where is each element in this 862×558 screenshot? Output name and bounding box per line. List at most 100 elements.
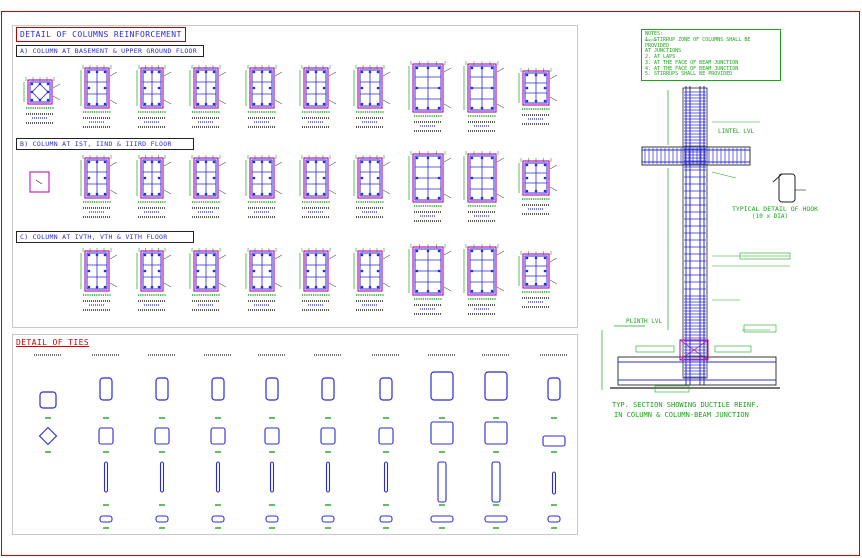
rebar-dot bbox=[437, 176, 441, 180]
tie-shape bbox=[99, 377, 113, 401]
beam-outline bbox=[641, 146, 751, 166]
leader-line bbox=[711, 171, 737, 179]
rebar-dot bbox=[306, 192, 310, 196]
rebar-dot bbox=[306, 176, 310, 180]
tie-shape bbox=[265, 377, 279, 401]
column-section bbox=[189, 155, 227, 218]
rebar-dot bbox=[543, 176, 547, 180]
column-section bbox=[189, 248, 227, 311]
leader-line bbox=[163, 254, 172, 260]
rebar-dot bbox=[306, 285, 310, 289]
rebar-dot bbox=[360, 160, 364, 164]
rebar-dot bbox=[490, 86, 494, 90]
rebar-dot bbox=[204, 253, 208, 257]
rebar-dot bbox=[525, 256, 529, 260]
column-outline bbox=[84, 67, 110, 109]
hook-line bbox=[772, 173, 783, 183]
rebar-dot bbox=[212, 269, 216, 273]
notes-line: 1. STIRRUP ZONE OF COLUMNS SHALL BE PROV… bbox=[645, 36, 751, 49]
leader-line bbox=[328, 282, 337, 288]
junction-diagonal bbox=[679, 339, 709, 361]
rebar-dot bbox=[212, 86, 216, 90]
leader-line bbox=[274, 254, 283, 260]
rebar-dot bbox=[268, 160, 272, 164]
rebar-dot bbox=[196, 86, 200, 90]
column-section bbox=[29, 171, 50, 193]
rebar-dot bbox=[470, 176, 474, 180]
column-outline bbox=[303, 67, 329, 109]
rebar-dot bbox=[95, 192, 99, 196]
rebar-dot bbox=[150, 160, 154, 164]
rebar-dot bbox=[415, 106, 419, 110]
leader-line bbox=[35, 179, 43, 185]
rebar-dot bbox=[103, 102, 107, 106]
rebar-dot bbox=[87, 86, 91, 90]
column-section bbox=[299, 248, 337, 311]
rebar-dot bbox=[150, 70, 154, 74]
rebar-dot bbox=[30, 90, 34, 94]
tie-column bbox=[540, 354, 568, 529]
tie-shape bbox=[98, 427, 114, 445]
tie-shape bbox=[320, 427, 336, 445]
rebar-dot bbox=[260, 192, 264, 196]
rebar-dot bbox=[314, 70, 318, 74]
rebar-dot bbox=[212, 285, 216, 289]
rebar-dot bbox=[314, 253, 318, 257]
rebar-dot bbox=[322, 102, 326, 106]
leader-line bbox=[109, 189, 118, 195]
tie-column bbox=[92, 354, 120, 529]
rebar-dot bbox=[157, 176, 161, 180]
rebar-dot bbox=[490, 289, 494, 293]
column-outline bbox=[682, 87, 708, 379]
notes-box: NOTES: 1. STIRRUP ZONE OF COLUMNS SHALL … bbox=[641, 29, 781, 81]
column-section bbox=[245, 155, 283, 218]
rebar-dot bbox=[437, 106, 441, 110]
rebar-dot bbox=[534, 256, 538, 260]
tie-shape bbox=[39, 391, 57, 409]
rebar-dot bbox=[360, 285, 364, 289]
link-shape bbox=[484, 515, 508, 523]
rebar-dot bbox=[360, 86, 364, 90]
tie-shape bbox=[321, 377, 335, 401]
rebar-dot bbox=[437, 156, 441, 160]
column-section bbox=[463, 61, 505, 132]
leader-line bbox=[109, 254, 118, 260]
rebar-dot bbox=[314, 285, 318, 289]
diamond-tie bbox=[38, 426, 58, 446]
rebar-dot bbox=[212, 102, 216, 106]
rebar-dot bbox=[95, 70, 99, 74]
rebar-dot bbox=[314, 102, 318, 106]
rebar-dot bbox=[322, 285, 326, 289]
link-shape bbox=[155, 515, 169, 523]
rebar-dot bbox=[103, 285, 107, 289]
leader-line bbox=[496, 193, 505, 199]
rebar-dot bbox=[260, 70, 264, 74]
rebar-dot bbox=[322, 160, 326, 164]
rebar-dot bbox=[150, 253, 154, 257]
rebar-dot bbox=[480, 249, 484, 253]
column-outline bbox=[522, 70, 550, 106]
rebar-dot bbox=[368, 160, 372, 164]
rebar-dot bbox=[525, 282, 529, 286]
link-shape bbox=[103, 461, 109, 493]
rebar-dot bbox=[415, 289, 419, 293]
rebar-dot bbox=[252, 269, 256, 273]
rebar-dot bbox=[268, 253, 272, 257]
rebar-dot bbox=[46, 98, 50, 102]
rebar-dot bbox=[437, 66, 441, 70]
column-outline bbox=[357, 250, 383, 292]
link-shape bbox=[215, 461, 221, 493]
rebar-dot bbox=[87, 160, 91, 164]
rebar-dot bbox=[204, 192, 208, 196]
rebar-dot bbox=[376, 192, 380, 196]
rebar-dot bbox=[252, 253, 256, 257]
rebar-dot bbox=[525, 86, 529, 90]
rebar-dot bbox=[306, 70, 310, 74]
column-outline bbox=[303, 250, 329, 292]
leader-line bbox=[109, 161, 118, 167]
rebar-dot bbox=[212, 176, 216, 180]
ties-panel-frame bbox=[12, 334, 578, 535]
rebar-dot bbox=[212, 160, 216, 164]
rebar-dot bbox=[260, 102, 264, 106]
